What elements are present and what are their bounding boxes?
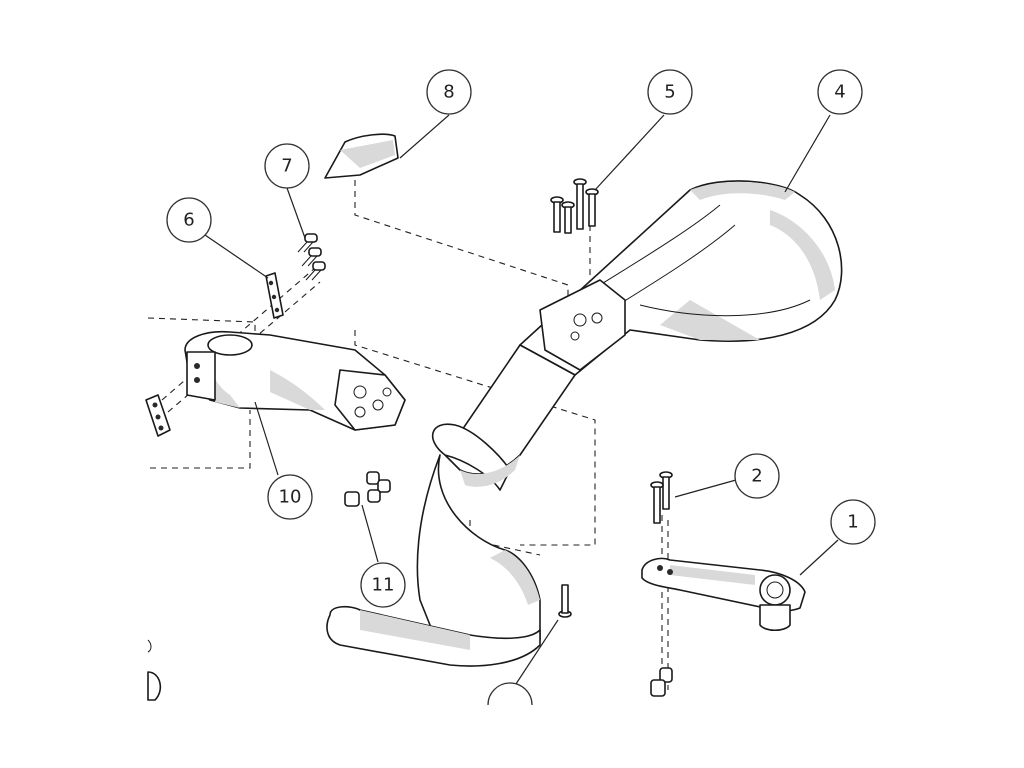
callout-6: 8 — [426, 69, 472, 115]
callout-2-label: 2 — [751, 466, 762, 487]
callout-4-label: 4 — [834, 82, 845, 103]
callout-8-label: 6 — [183, 210, 194, 231]
bolt-plate-part — [265, 272, 284, 319]
cap-bolts-part — [550, 178, 599, 234]
expander-bolt-part — [558, 584, 572, 618]
mount-nuts-part — [650, 667, 673, 697]
callout-10-label: 10 — [279, 487, 302, 508]
nut-inserts-part — [344, 471, 391, 507]
mount-bolts-part — [650, 471, 673, 524]
computer-mount-part — [641, 557, 806, 632]
callout-7: 7 — [264, 143, 310, 189]
callout-11-label: 11 — [372, 575, 395, 596]
callout-4: 4 — [817, 69, 863, 115]
callout-7-label: 7 — [281, 156, 292, 177]
callout-cutoff — [487, 682, 533, 706]
leader-lines — [204, 114, 839, 691]
faceplate-part — [145, 394, 171, 437]
handlebar-part — [326, 180, 843, 667]
bottom-margin — [0, 705, 1024, 768]
callout-11: 11 — [360, 562, 406, 608]
callout-8: 6 — [166, 197, 212, 243]
callout-2: 2 — [734, 453, 780, 499]
callout-10: 10 — [267, 474, 313, 520]
assembly-lines — [147, 180, 669, 690]
callout-6-label: 8 — [443, 82, 454, 103]
callout-1: 1 — [830, 499, 876, 545]
stem-part — [184, 330, 406, 431]
callout-5-label: 5 — [664, 82, 675, 103]
faceplate-bolts-part — [297, 233, 326, 281]
cropped-fragment — [147, 639, 162, 701]
callout-1-label: 1 — [847, 512, 858, 533]
top-cover-part — [324, 133, 399, 179]
callout-5: 5 — [647, 69, 693, 115]
